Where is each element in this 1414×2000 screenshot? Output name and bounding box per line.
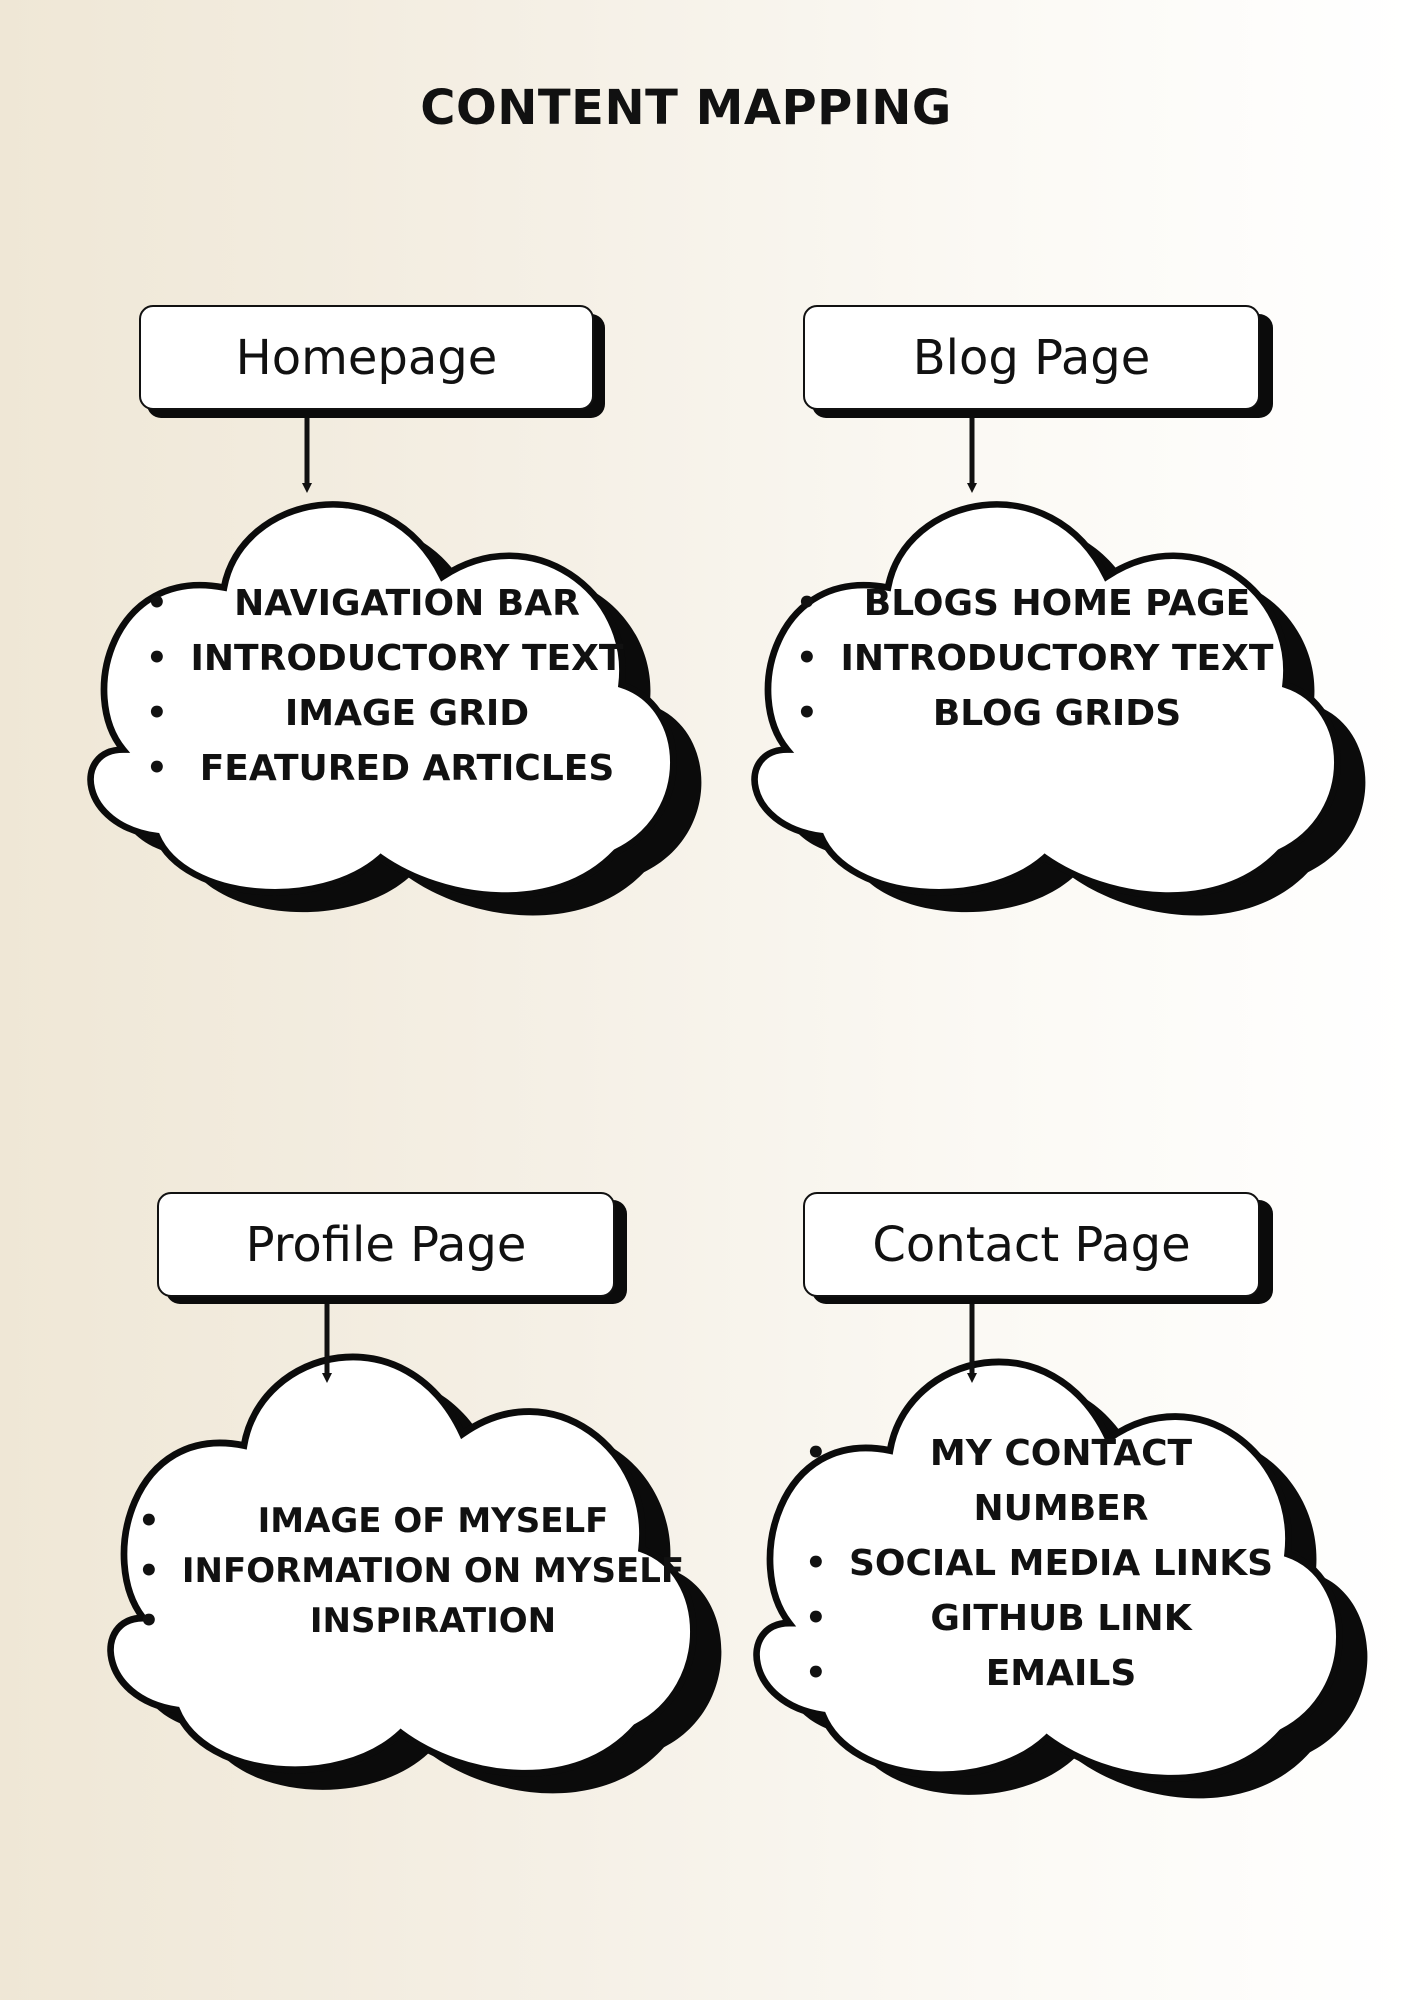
homepage-label: Homepage — [235, 329, 498, 386]
contact-page-label-box: Contact Page — [803, 1192, 1260, 1297]
list-item: INTRODUCTORY TEXT — [796, 631, 1288, 686]
homepage-label-box: Homepage — [139, 305, 594, 410]
contact-page-label: Contact Page — [872, 1216, 1191, 1273]
list-item: GITHUB LINK — [805, 1591, 1287, 1646]
list-item: BLOG GRIDS — [796, 686, 1288, 741]
blog-page-label-box: Blog Page — [803, 305, 1260, 410]
list-item: EMAILS — [805, 1646, 1287, 1701]
list-item: NAVIGATION BAR — [146, 576, 638, 631]
list-item: MY CONTACT — [805, 1426, 1287, 1481]
list-item: INSPIRATION — [138, 1596, 698, 1646]
list-item: BLOGS HOME PAGE — [796, 576, 1288, 631]
list-item: FEATURED ARTICLES — [146, 741, 638, 796]
blog-page-content-list: BLOGS HOME PAGE INTRODUCTORY TEXT BLOG G… — [796, 576, 1288, 741]
list-item: IMAGE GRID — [146, 686, 638, 741]
profile-page-label: Profile Page — [245, 1216, 527, 1273]
blog-page-label: Blog Page — [912, 329, 1151, 386]
profile-page-label-box: Profile Page — [157, 1192, 615, 1297]
list-item: SOCIAL MEDIA LINKS — [805, 1536, 1287, 1591]
list-item: IMAGE OF MYSELF — [138, 1496, 698, 1546]
homepage-content-list: NAVIGATION BAR INTRODUCTORY TEXT IMAGE G… — [146, 576, 638, 796]
list-item: INFORMATION ON MYSELF — [138, 1546, 698, 1596]
page-title: CONTENT MAPPING — [420, 80, 952, 136]
contact-page-content-list: MY CONTACT NUMBER SOCIAL MEDIA LINKS GIT… — [805, 1426, 1287, 1701]
list-item: NUMBER — [973, 1488, 1149, 1529]
list-item: INTRODUCTORY TEXT — [146, 631, 638, 686]
profile-page-content-list: IMAGE OF MYSELF INFORMATION ON MYSELF IN… — [138, 1496, 698, 1646]
